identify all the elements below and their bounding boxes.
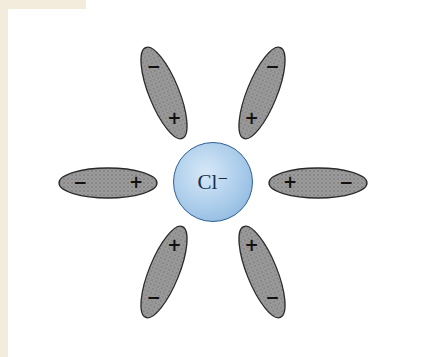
water-dipole: −+ [209,40,315,146]
dipole-outline [230,42,295,144]
dipole-shape [55,130,161,236]
dipole-outline [269,168,367,198]
dipole-shape [209,40,315,146]
water-dipole: +− [111,219,217,325]
page-edge [0,0,8,357]
dipole-outline [230,221,295,323]
ion-label: Cl⁻ [198,170,229,195]
chloride-ion: Cl⁻ [173,142,253,222]
charge-sign: + [283,174,297,191]
charge-sign: + [244,237,258,254]
charge-sign: − [146,289,160,306]
water-dipole: −+ [55,130,161,236]
page-edge [0,0,86,9]
charge-sign: + [129,174,143,191]
charge-sign: + [244,110,258,127]
charge-sign: − [73,174,87,191]
water-dipole: +− [209,219,315,325]
dipole-shape [111,40,217,146]
charge-sign: − [265,289,279,306]
water-dipole: −+ [111,40,217,146]
charge-sign: − [265,58,279,75]
dipole-shape [111,219,217,325]
charge-sign: − [146,58,160,75]
dipole-outline [132,42,197,144]
charge-sign: + [167,237,181,254]
charge-sign: − [339,174,353,191]
dipole-outline [59,168,157,198]
charge-sign: + [167,110,181,127]
dipole-outline [132,221,197,323]
dipole-shape [265,130,371,236]
water-dipole: +− [265,130,371,236]
dipole-shape [209,219,315,325]
